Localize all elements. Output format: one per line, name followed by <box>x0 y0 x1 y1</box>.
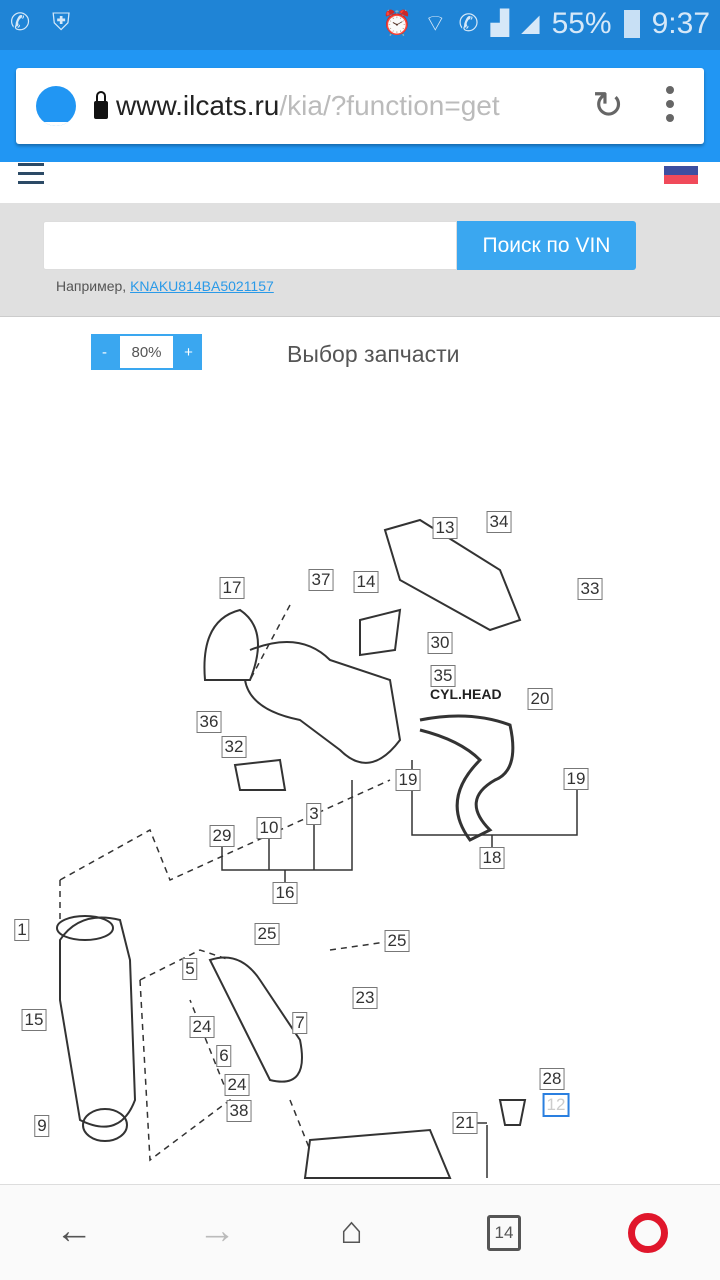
zoom-value[interactable]: 80% <box>118 334 175 370</box>
signal-icon-2: ◢ <box>521 10 540 37</box>
callout-19[interactable]: 19 <box>395 769 421 791</box>
russian-flag-icon[interactable] <box>664 166 698 184</box>
callout-1[interactable]: 1 <box>14 919 30 941</box>
callout-32[interactable]: 32 <box>221 736 247 758</box>
clamp-9-shape <box>82 1108 128 1142</box>
callout-10[interactable]: 10 <box>256 817 282 839</box>
cyl-head-note: CYL.HEAD <box>430 686 502 702</box>
reload-icon[interactable]: ↻ <box>592 85 624 127</box>
home-icon[interactable]: ⌂ <box>340 1210 363 1252</box>
callout-15[interactable]: 15 <box>21 1009 47 1031</box>
part-13-shape <box>383 518 522 632</box>
page-title: Выбор запчасти <box>287 341 460 367</box>
zoom-control: - 80% + <box>91 334 202 370</box>
callout-9[interactable]: 9 <box>34 1115 50 1137</box>
intake-manifold-shape <box>203 608 402 764</box>
example-vin-link[interactable]: KNAKU814BA5021157 <box>130 278 274 294</box>
bracket-12-shape <box>498 1099 527 1126</box>
wifi-icon: ⌔ <box>423 10 447 37</box>
signal-icon: ▟ <box>490 10 510 37</box>
callout-34[interactable]: 34 <box>486 511 512 533</box>
vin-search-button[interactable]: Поиск по VIN <box>457 221 636 270</box>
zoom-in-button[interactable]: + <box>175 334 202 370</box>
callout-24b[interactable]: 24 <box>224 1074 250 1096</box>
status-bar: ✆ ⛨ ⏰ ⌔ ✆ ▟ ◢ 55% 9:37 <box>0 0 720 50</box>
forward-icon[interactable]: → <box>198 1210 236 1252</box>
callout-25b[interactable]: 25 <box>384 930 410 952</box>
antivirus-icon: ⛨ <box>52 9 71 36</box>
callout-19b[interactable]: 19 <box>563 768 589 790</box>
battery-percent: 55% <box>551 7 612 40</box>
tabs-button[interactable]: 14 <box>487 1215 521 1251</box>
callout-6[interactable]: 6 <box>216 1045 232 1067</box>
speed-dial-icon[interactable] <box>36 86 76 126</box>
air-duct-6-shape <box>208 956 303 1083</box>
air-cleaner-shape <box>303 1128 452 1179</box>
url-host: www.ilcats.ru <box>116 90 280 121</box>
callout-33[interactable]: 33 <box>577 578 603 600</box>
vin-example: Например, KNAKU814BA5021157 <box>56 277 274 295</box>
callout-35[interactable]: 35 <box>430 665 456 687</box>
callout-18[interactable]: 18 <box>479 847 505 869</box>
callout-5[interactable]: 5 <box>182 958 198 980</box>
url-text[interactable]: www.ilcats.ru/kia/?function=get <box>116 89 556 123</box>
vin-search: Поиск по VIN Например, KNAKU814BA5021157 <box>0 203 720 317</box>
parts-diagram[interactable]: 13 34 17 37 14 33 30 35 CYL.HEAD 20 36 3… <box>0 380 720 1180</box>
battery-icon <box>623 10 640 38</box>
hose-19-shape <box>419 714 515 842</box>
hamburger-menu-icon[interactable] <box>18 163 44 190</box>
back-icon[interactable]: ← <box>55 1210 93 1252</box>
part-10-shape <box>233 758 287 791</box>
part-14-shape <box>359 608 402 657</box>
whatsapp-icon: ✆ <box>10 9 31 36</box>
callout-37[interactable]: 37 <box>308 569 334 591</box>
callout-36[interactable]: 36 <box>196 711 222 733</box>
clock: 9:37 <box>651 7 710 40</box>
example-label: Например, <box>56 278 127 294</box>
callout-38[interactable]: 38 <box>226 1100 252 1122</box>
browser-bottom-bar: ← → ⌂ 14 <box>0 1184 720 1280</box>
callout-12[interactable]: 12 <box>542 1093 570 1117</box>
callout-30[interactable]: 30 <box>427 632 453 654</box>
callout-7[interactable]: 7 <box>292 1012 308 1034</box>
callout-17[interactable]: 17 <box>219 577 245 599</box>
opera-menu-icon[interactable] <box>628 1213 668 1253</box>
callout-24[interactable]: 24 <box>189 1016 215 1038</box>
callout-28[interactable]: 28 <box>539 1068 565 1090</box>
browser-toolbar: www.ilcats.ru/kia/?function=get ↻ <box>0 50 720 162</box>
callout-13[interactable]: 13 <box>432 517 458 539</box>
callout-3[interactable]: 3 <box>306 803 322 825</box>
callout-29[interactable]: 29 <box>209 825 235 847</box>
alarm-icon: ⏰ <box>382 10 412 37</box>
callout-16[interactable]: 16 <box>272 882 298 904</box>
intake-hose-15-shape <box>59 916 137 1128</box>
overflow-menu-icon[interactable] <box>666 86 674 122</box>
call-icon: ✆ <box>458 10 479 37</box>
address-bar[interactable]: www.ilcats.ru/kia/?function=get ↻ <box>16 68 704 144</box>
callout-21[interactable]: 21 <box>452 1112 478 1134</box>
callout-23[interactable]: 23 <box>352 987 378 1009</box>
zoom-out-button[interactable]: - <box>91 334 118 370</box>
url-path: /kia/?function=get <box>279 90 500 121</box>
parts-drawing <box>56 518 578 1179</box>
lock-icon <box>94 91 108 119</box>
clamp-1-shape <box>56 915 114 941</box>
callout-20[interactable]: 20 <box>527 688 553 710</box>
vin-input[interactable] <box>43 221 457 270</box>
callout-25[interactable]: 25 <box>254 923 280 945</box>
callout-14[interactable]: 14 <box>353 571 379 593</box>
